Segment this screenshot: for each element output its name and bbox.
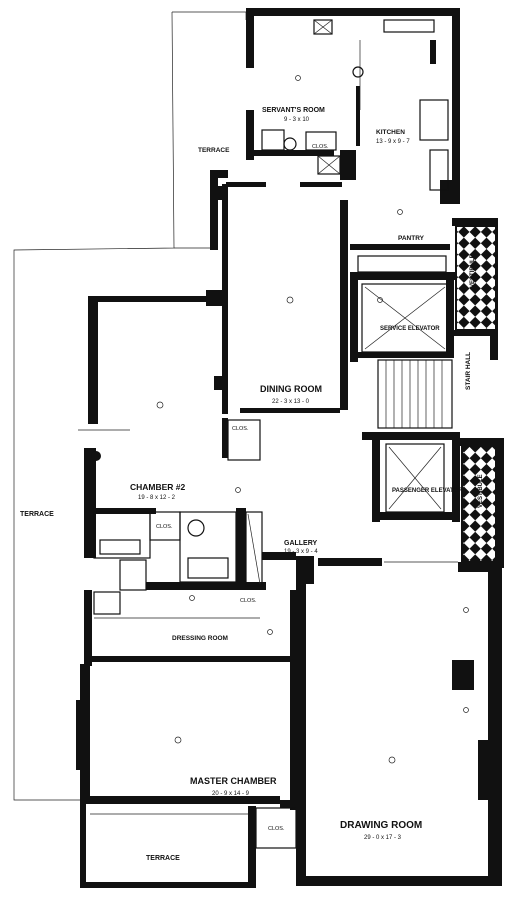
master-chamber-label: MASTER CHAMBER xyxy=(190,776,277,786)
servants-room-dims: 9 - 3 x 10 xyxy=(284,117,310,123)
chamber2-walls xyxy=(78,290,261,558)
kitchen-dims: 13 - 9 x 9 - 7 xyxy=(376,139,410,145)
service-elevator-label: SERVICE ELEVATOR xyxy=(380,326,440,332)
master-chamber-walls xyxy=(76,660,300,849)
dressing-room-label: DRESSING ROOM xyxy=(172,635,228,642)
chamber2-label: CHAMBER #2 xyxy=(130,482,186,492)
clos-chamber-label: CLOS. xyxy=(232,426,249,432)
room-labels: SERVANT'S ROOM 9 - 3 x 10 KITCHEN 13 - 9… xyxy=(20,107,484,862)
passenger-core xyxy=(362,432,504,568)
chamber2-dims: 19 - 8 x 12 - 2 xyxy=(138,495,176,501)
drawing-room-walls xyxy=(296,562,502,886)
kitchen-label: KITCHEN xyxy=(376,129,405,136)
dining-room-walls xyxy=(214,182,348,414)
drawing-room-dims: 29 - 0 x 17 - 3 xyxy=(364,835,402,841)
vestibule-bottom-label: VESTIBULE xyxy=(478,474,484,508)
service-core xyxy=(350,218,498,429)
terrace-left-label: TERRACE xyxy=(20,511,54,518)
vestibule-top-label: VESTIBULE xyxy=(470,254,476,288)
servants-room-label: SERVANT'S ROOM xyxy=(262,107,325,114)
stair-hall-label: STAIR HALL xyxy=(465,352,472,390)
clos-dressing-label: CLOS. xyxy=(240,598,257,604)
bath-block xyxy=(93,508,266,615)
pantry-label: PANTRY xyxy=(398,235,425,242)
gallery-walls xyxy=(262,552,458,584)
service-wing xyxy=(210,8,460,273)
terrace-bottom-label: TERRACE xyxy=(146,855,180,862)
dining-room-dims: 22 - 3 x 13 - 0 xyxy=(272,399,310,405)
dressing-walls xyxy=(84,590,298,666)
clos-bottom-label: CLOS. xyxy=(268,826,285,832)
gallery-dims: 19 - 3 x 9 - 4 xyxy=(284,549,318,555)
master-chamber-dims: 20 - 9 x 14 - 9 xyxy=(212,791,250,797)
terrace-bottom-walls xyxy=(80,804,256,888)
terrace-top-label: TERRACE xyxy=(198,147,230,154)
passenger-elevator-label: PASSENGER ELEVATOR xyxy=(392,488,463,494)
stair-treads xyxy=(385,360,443,428)
drawing-room-label: DRAWING ROOM xyxy=(340,820,422,831)
dining-room-label: DINING ROOM xyxy=(260,384,322,394)
gallery-label: GALLERY xyxy=(284,540,318,547)
terrace-boundary xyxy=(13,11,247,801)
fixture-symbols xyxy=(156,75,469,764)
clos-top-label: CLOS. xyxy=(312,144,329,150)
clos-bath-label: CLOS. xyxy=(156,524,173,530)
